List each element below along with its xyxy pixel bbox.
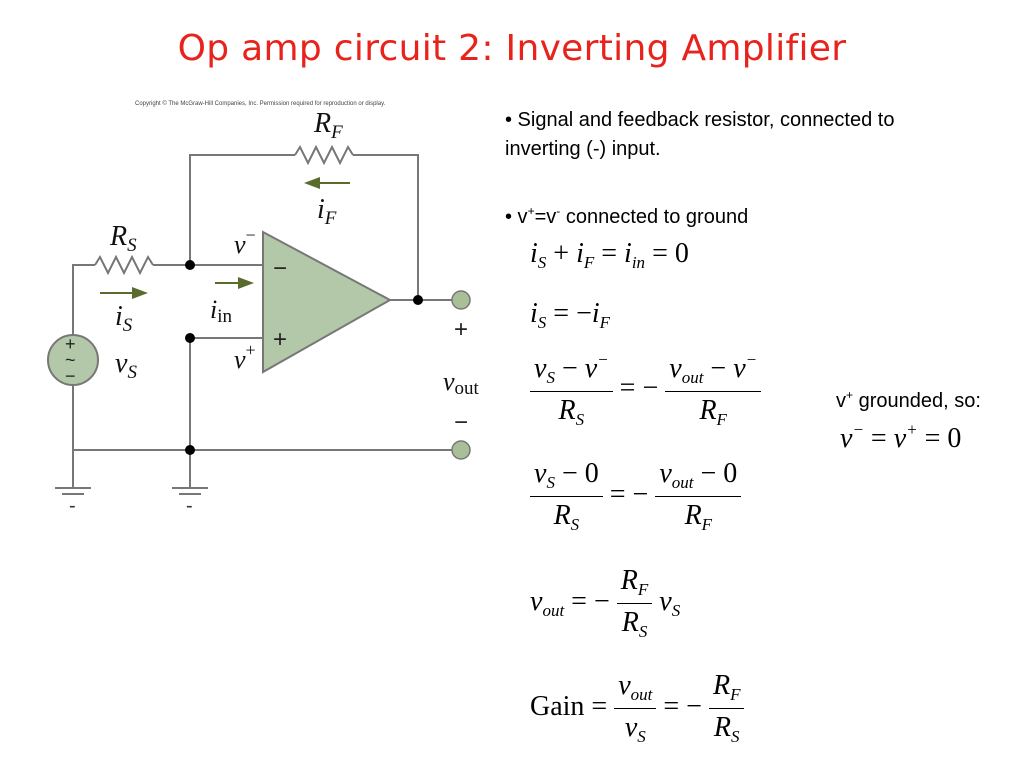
node-inverting [185,260,195,270]
feedback-wire [189,154,295,265]
feedback-wire-right [353,154,419,300]
grounded-note: v+ grounded, so: [836,388,981,412]
out-plus-sign: + [454,316,468,343]
noninverting-sign: + [273,326,287,353]
ground-minus-2: - [186,495,193,517]
opamp-triangle [262,230,393,374]
src-tilde: ~ [65,350,76,370]
equation-currents: iS = −iF [530,298,611,332]
if-label: i [317,194,325,225]
svg-text:vout: vout [443,367,480,399]
inverting-sign: − [273,255,287,282]
vout-label: v [443,367,455,396]
copyright-notice: Copyright © The McGraw-Hill Companies, I… [135,101,386,107]
ground-minus-1: - [69,495,76,517]
rs-resistor [94,254,154,276]
svg-text:RF: RF [313,108,343,143]
svg-text:RS: RS [109,221,137,256]
iin-label: i [210,295,217,324]
equation-node: vS − v−RS = − vout − v−RF [530,350,762,430]
src-plus: + [65,334,76,354]
equation-kcl: iS + iF = iin = 0 [530,238,689,272]
vs-label: v [115,348,128,379]
output-terminal-plus [451,290,471,310]
node-ground [185,445,195,455]
svg-text:v+: v+ [234,340,256,374]
svg-text:iF: iF [317,194,337,229]
voltage-source [47,334,99,386]
out-minus-sign: − [454,409,468,436]
svg-text:vS: vS [115,348,137,383]
output-terminal-minus [451,440,471,460]
svg-text:iS: iS [115,301,133,336]
node-output [413,295,423,305]
bullet-signal-feedback: • Signal and feedback resistor, connecte… [505,109,895,160]
svg-text:v−: v− [234,225,256,259]
src-minus: − [65,366,76,386]
slide-title: Op amp circuit 2: Inverting Amplifier [177,28,847,69]
vplus-label: v [234,345,246,374]
inverting-amplifier-circuit: - - RF iF RS iS vS v− v+ iin vout − + + … [47,108,480,517]
source-wire [72,264,95,335]
bullet-vplus-vminus: • v+=v- connected to ground [505,204,749,228]
is-label: i [115,301,123,332]
node-plus [185,333,195,343]
equation-vminus-zero: v− = v+ = 0 [840,420,962,454]
rf-label: R [313,108,331,139]
svg-text:iin: iin [210,295,233,327]
rs-label: R [109,221,127,252]
rf-resistor [294,144,354,166]
vminus-label: v [234,230,246,259]
